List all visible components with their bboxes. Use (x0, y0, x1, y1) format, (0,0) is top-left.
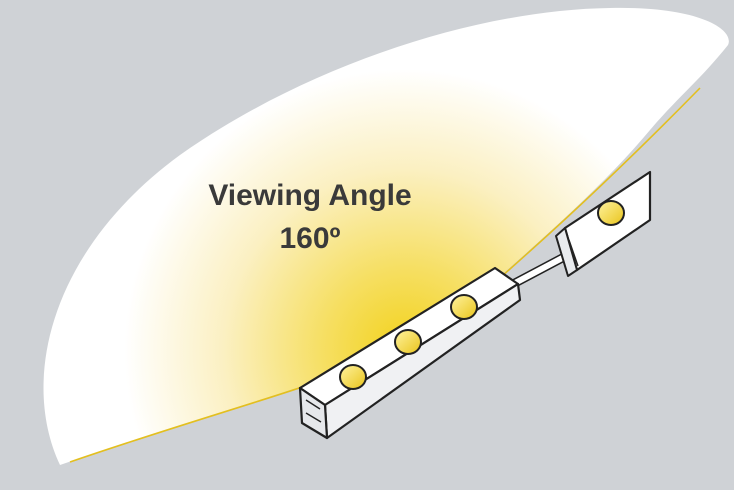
connector-cable (510, 251, 571, 288)
led-chip (339, 364, 367, 390)
led-chip (394, 329, 422, 355)
light-beam (43, 7, 729, 466)
led-strip-lower (298, 266, 522, 440)
viewing-angle-label: Viewing Angle (208, 179, 411, 212)
viewing-angle-value: 160º (279, 222, 340, 255)
led-chip (450, 294, 478, 320)
led-strip-upper (555, 170, 652, 277)
led-chip (597, 200, 625, 226)
